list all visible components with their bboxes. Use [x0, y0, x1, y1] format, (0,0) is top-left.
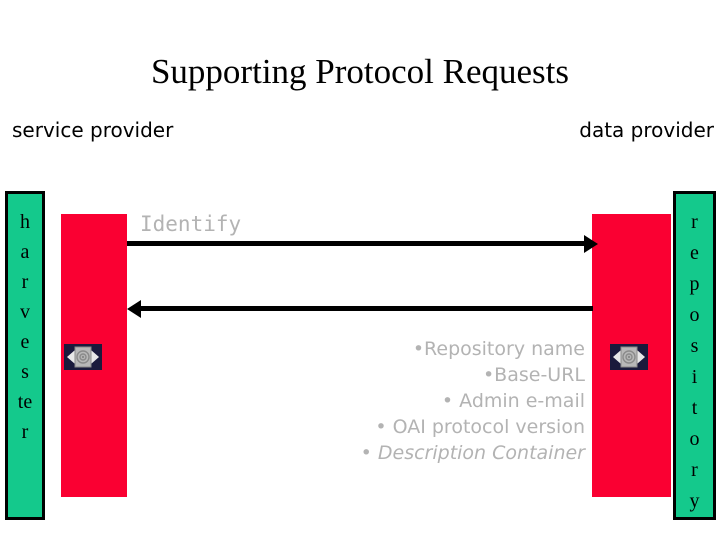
harvester-letter: te — [17, 391, 33, 413]
list-item: •Repository name — [412, 338, 585, 360]
request-arrow-line — [127, 241, 587, 246]
request-verb-label: Identify — [140, 212, 242, 236]
harvester-letter: v — [20, 301, 30, 323]
repository-label-bar: r e p o s i t o r y — [673, 191, 716, 520]
caption-data-provider: data provider — [579, 118, 714, 142]
repository-letter: r — [691, 459, 698, 481]
repository-letter: o — [689, 428, 700, 450]
arrow-left-icon — [127, 300, 141, 318]
harvester-letter: a — [20, 241, 30, 263]
harvester-letter: r — [21, 421, 29, 443]
response-detail-list: •Repository name •Base-URL • Admin e-mai… — [260, 336, 585, 466]
server-icon — [610, 344, 648, 370]
caption-service-provider: service provider — [12, 118, 174, 142]
harvester-letter: r — [21, 271, 29, 293]
repository-letter: t — [691, 397, 698, 419]
harvester-label-bar: h a r v e s te r — [5, 191, 45, 520]
list-item: • OAI protocol version — [375, 416, 585, 438]
repository-letter: r — [691, 211, 698, 233]
server-icon — [64, 344, 102, 370]
response-arrow-line — [141, 306, 593, 311]
repository-letter: y — [689, 490, 700, 512]
repository-letter: e — [690, 242, 699, 264]
harvester-letter: e — [20, 331, 30, 353]
page-title: Supporting Protocol Requests — [150, 52, 570, 91]
list-item: • Description Container — [360, 442, 585, 464]
repository-letter: i — [691, 366, 698, 388]
harvester-letter: h — [20, 211, 30, 233]
repository-letter: p — [689, 273, 700, 295]
repository-letter: o — [689, 304, 700, 326]
list-item: •Base-URL — [482, 364, 585, 386]
harvester-letter: s — [21, 361, 29, 383]
repository-letter: s — [690, 335, 699, 357]
arrow-right-icon — [584, 235, 598, 253]
list-item: • Admin e-mail — [441, 390, 585, 412]
